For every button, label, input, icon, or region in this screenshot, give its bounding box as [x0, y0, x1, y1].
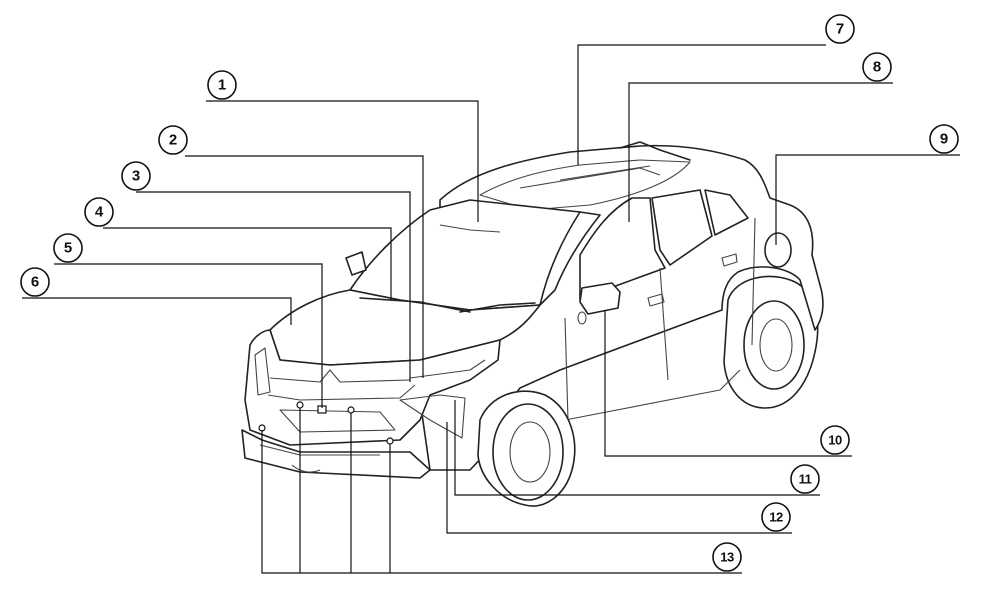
front-wheel: [291, 390, 576, 507]
sensor-dot-center-right: [347, 406, 355, 414]
leader-line-9: [775, 154, 960, 245]
leader-line-1: [206, 100, 479, 222]
leader-line-5: [54, 263, 323, 408]
rear-wheel: [723, 275, 819, 409]
callout-numbers: 1 2 3 4 5 6 7 8: [20, 14, 959, 572]
suv-car-icon: [241, 141, 824, 507]
callout-10-label: 10: [828, 433, 842, 448]
leader-line-2: [185, 155, 424, 378]
callout-6-label: 6: [31, 274, 39, 291]
sensor-dot-center-left: [296, 401, 304, 409]
callout-10: 10: [820, 425, 850, 455]
callout-8: 8: [862, 52, 892, 82]
callout-3: 3: [121, 161, 151, 191]
leader-line-4: [103, 227, 392, 300]
callout-7: 7: [825, 14, 855, 44]
sensor-dot-corner-right: [386, 437, 394, 445]
callout-13: 13: [712, 542, 742, 572]
callout-1-label: 1: [218, 77, 226, 94]
callout-4-label: 4: [95, 204, 104, 221]
callout-2-label: 2: [169, 132, 177, 149]
callout-5-label: 5: [64, 240, 72, 257]
leader-line-8: [628, 82, 893, 222]
leader-line-11: [454, 400, 820, 496]
callout-4: 4: [84, 197, 114, 227]
leader-line-10: [604, 310, 852, 457]
callout-8-label: 8: [873, 59, 881, 76]
callout-5: 5: [53, 233, 83, 263]
leader-lines: [22, 44, 960, 574]
callout-7-label: 7: [836, 21, 844, 38]
callout-11: 11: [790, 464, 820, 494]
leader-line-7: [577, 44, 826, 165]
callout-12-label: 12: [769, 510, 783, 525]
callout-9: 9: [929, 124, 959, 154]
callout-11-label: 11: [799, 472, 812, 487]
leader-line-12: [446, 422, 792, 534]
leader-line-13: [261, 430, 742, 574]
leader-line-6: [22, 297, 292, 325]
callout-9-label: 9: [940, 131, 948, 148]
callout-1: 1: [207, 70, 237, 100]
callout-6: 6: [20, 267, 50, 297]
callout-12: 12: [761, 502, 791, 532]
callout-13-label: 13: [720, 550, 734, 565]
front-section: [241, 199, 621, 479]
callout-2: 2: [158, 125, 188, 155]
callout-3-label: 3: [132, 168, 140, 185]
leader-line-3: [136, 191, 411, 382]
